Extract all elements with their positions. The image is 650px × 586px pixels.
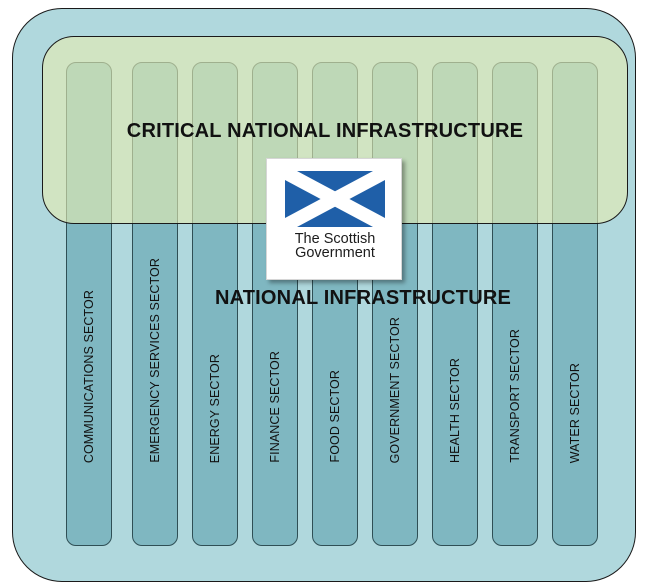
logo-line-1: The Scottish [294, 231, 376, 247]
saltire-flag-icon [285, 171, 385, 227]
scottish-government-logo: The Scottish Government [266, 158, 402, 280]
sector-label: TRANSPORT SECTOR [508, 329, 522, 463]
sector-label: WATER SECTOR [568, 362, 582, 463]
logo-line-2: Government [295, 245, 375, 261]
sector-label: FINANCE SECTOR [268, 351, 282, 463]
critical-infrastructure-title: CRITICAL NATIONAL INFRASTRUCTURE [126, 120, 524, 142]
logo-wordmark: The Scottish Government [267, 231, 403, 261]
sector-label: COMMUNICATIONS SECTOR [82, 289, 96, 463]
sector-label: FOOD SECTOR [328, 370, 342, 463]
sector-label: ENERGY SECTOR [208, 353, 222, 463]
sector-label: GOVERNMENT SECTOR [388, 316, 402, 463]
national-infrastructure-title: NATIONAL INFRASTRUCTURE [214, 287, 512, 309]
sector-label: HEALTH SECTOR [448, 357, 462, 463]
